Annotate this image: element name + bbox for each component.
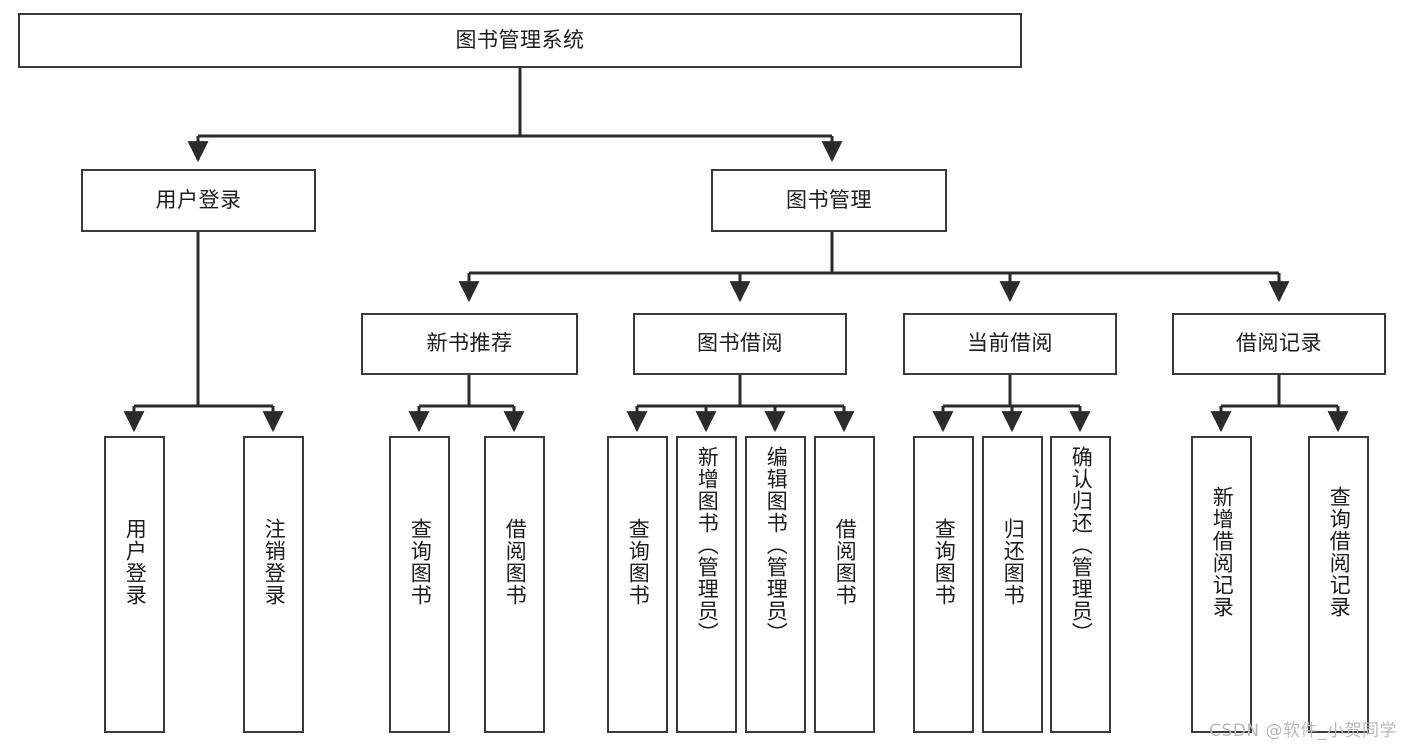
leaf-current-borrow-query-label: 查询图书 — [932, 518, 957, 606]
leaf-book-borrow-query[interactable]: 查询图书 — [607, 436, 668, 733]
leaf-borrow-record-add-label: 新增借阅记录 — [1210, 486, 1235, 618]
leaf-book-borrow-edit-label: 编辑图书（管理员） — [764, 446, 789, 644]
leaf-user-login-logout[interactable]: 注销登录 — [243, 436, 304, 733]
leaf-current-borrow-confirm-label: 确认归还（管理员） — [1069, 446, 1094, 644]
csdn-watermark: CSDN @软件_小贺同学 — [1209, 721, 1397, 741]
node-book-borrow[interactable]: 图书借阅 — [633, 313, 847, 375]
leaf-new-book-query-label: 查询图书 — [408, 518, 433, 606]
node-user-login-label: 用户登录 — [155, 187, 242, 212]
leaf-user-login-login[interactable]: 用户登录 — [104, 436, 165, 733]
leaf-user-login-logout-label: 注销登录 — [262, 518, 287, 606]
leaf-book-borrow-add[interactable]: 新增图书（管理员） — [676, 436, 737, 733]
node-book-management[interactable]: 图书管理 — [711, 169, 947, 232]
node-user-login[interactable]: 用户登录 — [81, 169, 316, 232]
leaf-book-borrow-borrow[interactable]: 借阅图书 — [814, 436, 875, 733]
leaf-borrow-record-add[interactable]: 新增借阅记录 — [1191, 436, 1252, 733]
leaf-book-borrow-borrow-label: 借阅图书 — [833, 518, 858, 606]
leaf-user-login-login-label: 用户登录 — [123, 518, 148, 606]
leaf-current-borrow-return-label: 归还图书 — [1001, 518, 1026, 606]
node-new-book-recommend[interactable]: 新书推荐 — [361, 313, 578, 375]
node-book-management-label: 图书管理 — [786, 187, 872, 212]
leaf-current-borrow-confirm[interactable]: 确认归还（管理员） — [1050, 436, 1111, 733]
node-book-borrow-label: 图书借阅 — [697, 331, 783, 356]
node-borrow-record-label: 借阅记录 — [1236, 331, 1322, 356]
leaf-current-borrow-query[interactable]: 查询图书 — [913, 436, 974, 733]
node-root-label: 图书管理系统 — [455, 27, 585, 52]
leaf-book-borrow-edit[interactable]: 编辑图书（管理员） — [745, 436, 806, 733]
node-current-borrow-label: 当前借阅 — [967, 331, 1053, 356]
node-borrow-record[interactable]: 借阅记录 — [1172, 313, 1386, 375]
leaf-borrow-record-query[interactable]: 查询借阅记录 — [1308, 436, 1369, 733]
leaf-new-book-borrow[interactable]: 借阅图书 — [484, 436, 545, 733]
node-new-book-recommend-label: 新书推荐 — [426, 331, 513, 356]
leaf-current-borrow-return[interactable]: 归还图书 — [982, 436, 1043, 733]
leaf-book-borrow-add-label: 新增图书（管理员） — [695, 446, 720, 644]
leaf-book-borrow-query-label: 查询图书 — [626, 518, 651, 606]
leaf-borrow-record-query-label: 查询借阅记录 — [1327, 486, 1352, 618]
leaf-new-book-borrow-label: 借阅图书 — [503, 518, 528, 606]
node-current-borrow[interactable]: 当前借阅 — [903, 313, 1117, 375]
leaf-new-book-query[interactable]: 查询图书 — [389, 436, 450, 733]
node-root[interactable]: 图书管理系统 — [18, 13, 1022, 68]
